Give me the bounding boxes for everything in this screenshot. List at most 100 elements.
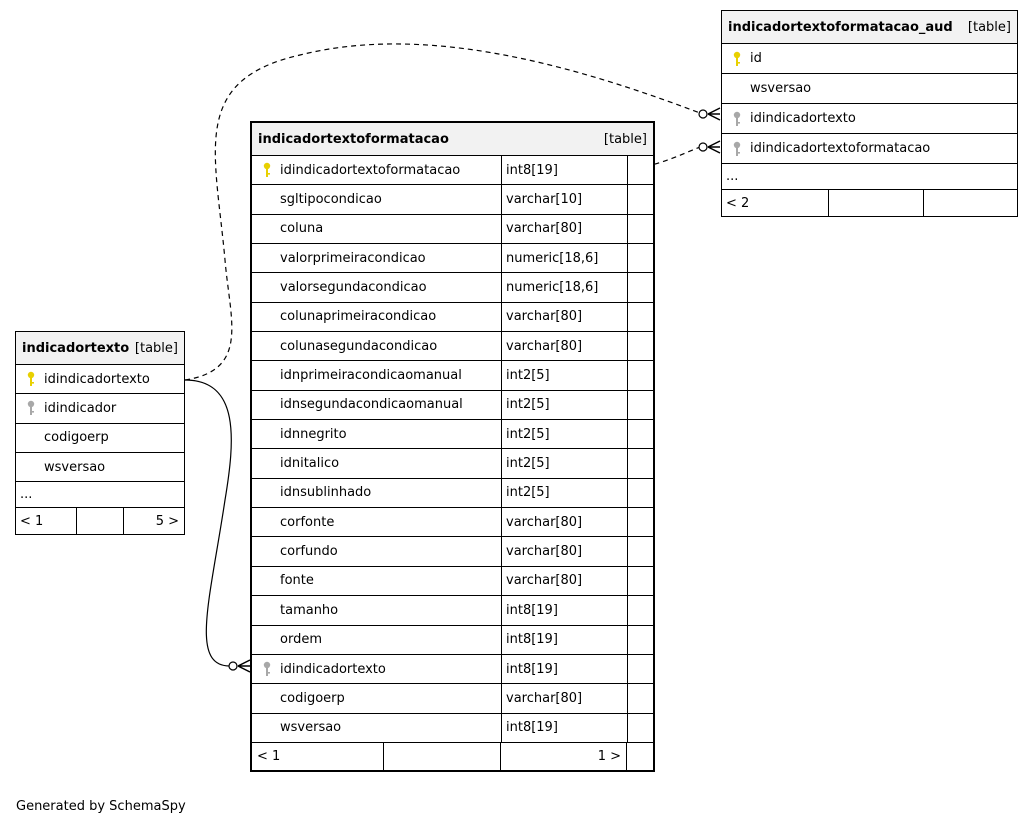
column-type: numeric[18,6] <box>501 273 627 302</box>
nav-pad <box>627 743 653 770</box>
column-name: sgltipocondicao <box>280 192 382 208</box>
column-row[interactable]: idindicador <box>16 394 184 424</box>
nav-next[interactable]: 1 > <box>501 742 627 770</box>
column-pad <box>627 684 653 713</box>
column-name: ordem <box>280 632 322 648</box>
column-type: numeric[18,6] <box>501 244 627 273</box>
column-name: idindicadortextoformatacao <box>280 162 461 178</box>
column-name: colunaprimeiracondicao <box>280 309 437 325</box>
nav-next[interactable] <box>924 190 1017 216</box>
column-name: coluna <box>280 221 324 237</box>
nav-prev[interactable]: < 1 <box>16 508 77 535</box>
table-name: indicadortextoformatacao_aud <box>728 19 953 35</box>
column-name-cell: colunasegundacondicao <box>252 332 501 360</box>
column-type: int8[19] <box>501 596 627 625</box>
column-name: corfonte <box>280 514 335 530</box>
foreign-key-icon <box>24 400 38 416</box>
column-name-cell: coluna <box>252 215 501 243</box>
column-type: varchar[80] <box>501 566 627 596</box>
table-type-label: [table] <box>967 19 1011 35</box>
column-name-cell: wsversao <box>722 74 1017 103</box>
foreign-key-icon <box>730 111 744 127</box>
column-row[interactable]: id <box>722 44 1017 74</box>
more-columns: ... <box>722 164 1017 190</box>
column-name-cell: fonte <box>252 567 501 595</box>
table-type-label: [table] <box>603 131 647 147</box>
column-name-cell: idindicadortexto <box>252 655 501 683</box>
table-nav: < 1 5 > <box>16 508 184 535</box>
table-type-label: [table] <box>134 340 178 356</box>
column-name-cell: idindicadortextoformatacao <box>722 134 1017 163</box>
link-end-circle <box>698 142 708 152</box>
column-name: idnsegundacondicaomanual <box>280 397 463 413</box>
column-name: valorprimeiracondicao <box>280 250 426 266</box>
column-type: varchar[80] <box>501 684 627 713</box>
column-name: codigoerp <box>280 690 345 706</box>
column-type: int2[5] <box>501 449 627 478</box>
column-row[interactable]: idindicadortextoformatacao <box>722 134 1017 164</box>
more-columns: ... <box>16 482 184 509</box>
table-nav: < 1 1 > <box>252 742 653 770</box>
nav-middle <box>829 190 924 216</box>
column-type: int2[5] <box>501 478 627 508</box>
link-end-crowfoot <box>707 140 721 154</box>
table-indicadortextoformatacao[interactable]: indicadortextoformatacao [table] idindic… <box>250 121 655 772</box>
column-name-cell: corfundo <box>252 537 501 565</box>
column-row[interactable]: valorsegundacondicao numeric[18,6] <box>252 273 653 303</box>
column-name: idnitalico <box>280 456 340 472</box>
column-type: int8[19] <box>501 713 627 742</box>
column-pad <box>627 214 653 244</box>
column-name: corfundo <box>280 544 338 560</box>
foreign-key-icon <box>260 661 274 677</box>
column-type: varchar[80] <box>501 332 627 361</box>
column-pad <box>627 713 653 742</box>
column-name: idnnegrito <box>280 426 347 442</box>
column-row[interactable]: codigoerp varchar[80] <box>252 684 653 714</box>
nav-prev[interactable]: < 1 <box>252 742 384 770</box>
column-row[interactable]: wsversao <box>722 74 1017 104</box>
primary-key-icon <box>24 371 38 387</box>
column-row[interactable]: colunasegundacondicao varchar[80] <box>252 332 653 362</box>
column-pad <box>627 596 653 625</box>
column-pad <box>627 508 653 537</box>
column-row[interactable]: idindicadortexto <box>722 104 1017 134</box>
column-row[interactable]: wsversao <box>16 453 184 483</box>
nav-middle <box>77 508 124 535</box>
link-indicadortexto-aud <box>184 43 701 381</box>
column-row[interactable]: valorprimeiracondicao numeric[18,6] <box>252 244 653 274</box>
column-name-cell: idnsegundacondicaomanual <box>252 391 501 419</box>
column-name-cell: idindicadortexto <box>16 365 184 393</box>
link-end-circle <box>698 109 708 119</box>
nav-prev[interactable]: < 2 <box>722 190 829 216</box>
column-name: idindicadortexto <box>750 111 856 126</box>
column-row[interactable]: idnitalico int2[5] <box>252 449 653 479</box>
column-name-cell: codigoerp <box>16 424 184 452</box>
column-name-cell: codigoerp <box>252 684 501 712</box>
column-row[interactable]: idindicadortexto <box>16 365 184 395</box>
nav-next[interactable]: 5 > <box>155 513 179 529</box>
link-end-circle <box>228 661 238 671</box>
column-name: colunasegundacondicao <box>280 338 438 354</box>
column-pad <box>627 361 653 390</box>
nav-middle <box>384 742 501 770</box>
column-row[interactable]: codigoerp <box>16 424 184 453</box>
column-name: valorsegundacondicao <box>280 280 427 296</box>
table-header: indicadortexto [table] <box>16 332 184 365</box>
